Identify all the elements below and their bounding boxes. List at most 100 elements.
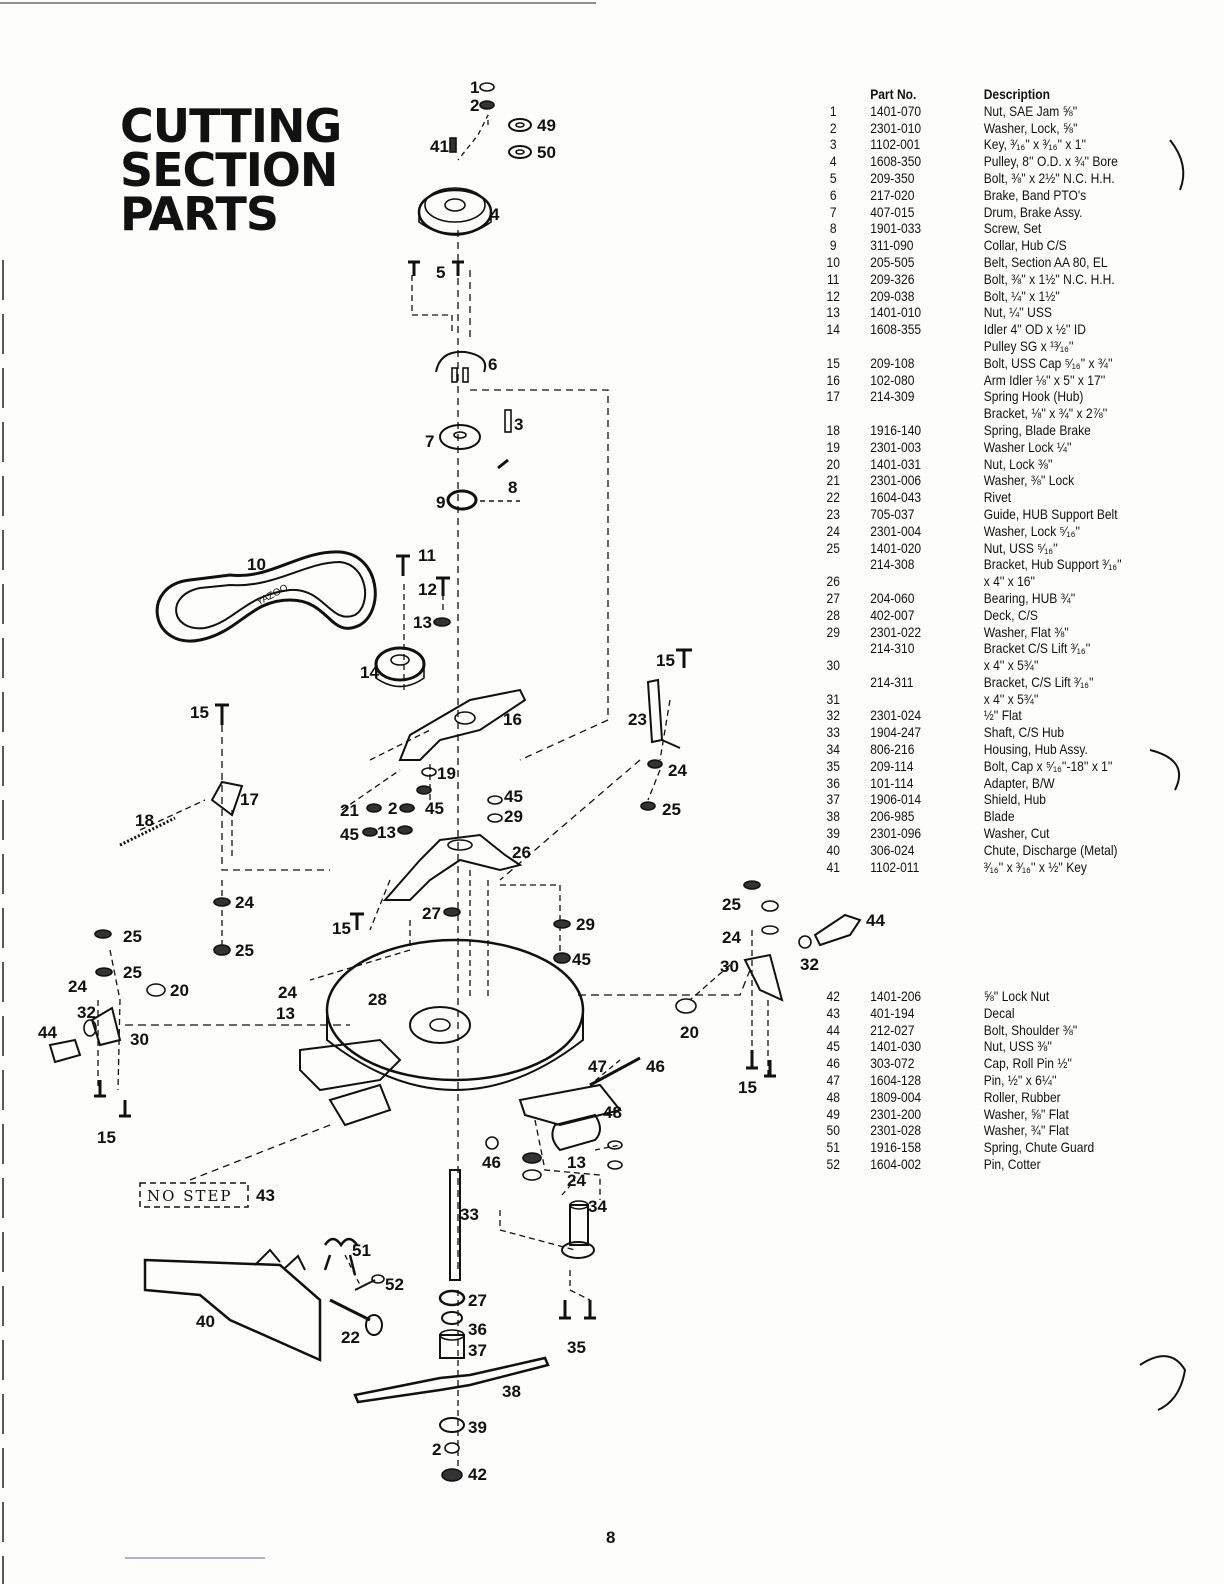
part-number: 1401-070	[870, 102, 922, 119]
part-ref-number: 9	[829, 237, 837, 254]
callout-label: 27	[422, 904, 441, 923]
part-number: 206-985	[870, 808, 915, 825]
part-description: Nut, SAE Jam ⅝''	[983, 102, 1078, 119]
part-number: 209-350	[870, 169, 915, 186]
table-row: Pulley SG x ¹³⁄₁₆''	[810, 338, 1122, 355]
part-description: Brake, Band PTO's	[983, 186, 1087, 203]
callout-label: 15	[190, 703, 209, 722]
callout-label: 12	[418, 580, 437, 599]
part-ref-number	[810, 405, 856, 422]
callout-label: 2	[432, 1440, 441, 1459]
part-description: Washer, Flat ⅜''	[983, 623, 1069, 640]
part-description: Key, ³⁄₁₆'' x ³⁄₁₆'' x 1''	[983, 136, 1087, 153]
callout-label: 45	[340, 825, 359, 844]
part-number: 1904-247	[870, 724, 922, 741]
callout-label: 24	[278, 983, 297, 1002]
part-description: Bracket, ⅛'' x ¾'' x 2⅞''	[983, 405, 1108, 422]
part-description: Bolt, ¼'' x 1½''	[983, 287, 1060, 304]
part-ref-number	[810, 556, 856, 573]
part-ref-number: 41	[826, 858, 840, 875]
callout-label: 41	[430, 137, 449, 156]
callout-label: 3	[514, 415, 523, 434]
part-ref-number: 44	[826, 1021, 840, 1038]
part-description: Nut, ¼'' USS	[983, 304, 1052, 321]
callout-label: 20	[170, 981, 189, 1000]
part-ref-number: 23	[826, 505, 840, 522]
callout-label: 25	[123, 927, 142, 946]
callout-label: 16	[503, 710, 522, 729]
part-number: 205-505	[870, 253, 915, 270]
part-number	[856, 338, 976, 355]
callout-label: 17	[240, 790, 259, 809]
part-number: 1809-004	[870, 1088, 922, 1105]
part-number: 1608-355	[870, 321, 922, 338]
part-number: 402-007	[870, 606, 915, 623]
page-title: CUTTING SECTION PARTS	[120, 103, 342, 237]
callout-label: 23	[628, 710, 647, 729]
part-ref-number: 19	[826, 438, 840, 455]
part-description: Decal	[983, 1004, 1015, 1021]
part-ref-number: 34	[826, 741, 840, 758]
callout-label: 48	[603, 1103, 622, 1122]
part-description: Washer, Lock ⁵⁄₁₆''	[983, 522, 1081, 539]
part-ref-number: 47	[826, 1071, 840, 1088]
part-description: Washer, Lock, ⅝''	[983, 119, 1078, 136]
callout-label: 29	[576, 915, 595, 934]
part-ref-number: 39	[826, 825, 840, 842]
part-ref-number: 49	[826, 1105, 840, 1122]
part-ref-number: 13	[826, 304, 840, 321]
callout-label: 45	[504, 787, 523, 806]
callout-label: 24	[668, 761, 687, 780]
part-description: Bracket C/S Lift ³⁄₁₆''	[983, 640, 1091, 657]
part-ref-number: 22	[826, 489, 840, 506]
part-number: 1401-206	[870, 988, 922, 1004]
part-ref-number: 17	[826, 388, 840, 405]
part-description: Pin, ½'' x 6¼''	[983, 1071, 1057, 1088]
part-number: 2301-028	[870, 1122, 922, 1139]
part-description: Washer, ¾'' Flat	[983, 1122, 1069, 1139]
callout-label: 25	[123, 963, 142, 982]
part-description: Blade	[983, 808, 1015, 825]
part-ref-number: 31	[826, 690, 840, 707]
callout-label: 47	[588, 1057, 607, 1076]
callout-label: 2	[470, 96, 479, 115]
part-ref-number: 28	[826, 606, 840, 623]
part-ref-number: 46	[826, 1055, 840, 1072]
part-number: 1916-158	[870, 1139, 922, 1156]
part-number: 407-015	[870, 203, 915, 220]
part-description: Nut, Lock ⅜''	[983, 455, 1053, 472]
callout-label: 29	[504, 807, 523, 826]
callout-label: 28	[368, 990, 387, 1009]
part-description: Drum, Brake Assy.	[983, 203, 1083, 220]
callout-label: 2	[388, 799, 397, 818]
part-ref-number	[810, 338, 856, 355]
part-ref-number: 26	[826, 573, 840, 590]
part-description: Deck, C/S	[983, 606, 1038, 623]
callout-label: 40	[196, 1312, 215, 1331]
part-description: Rivet	[983, 489, 1012, 506]
part-number: 102-080	[870, 371, 915, 388]
part-description: Bolt, Shoulder ⅜''	[983, 1021, 1078, 1038]
part-ref-number: 14	[826, 321, 840, 338]
callout-label: 38	[502, 1382, 521, 1401]
